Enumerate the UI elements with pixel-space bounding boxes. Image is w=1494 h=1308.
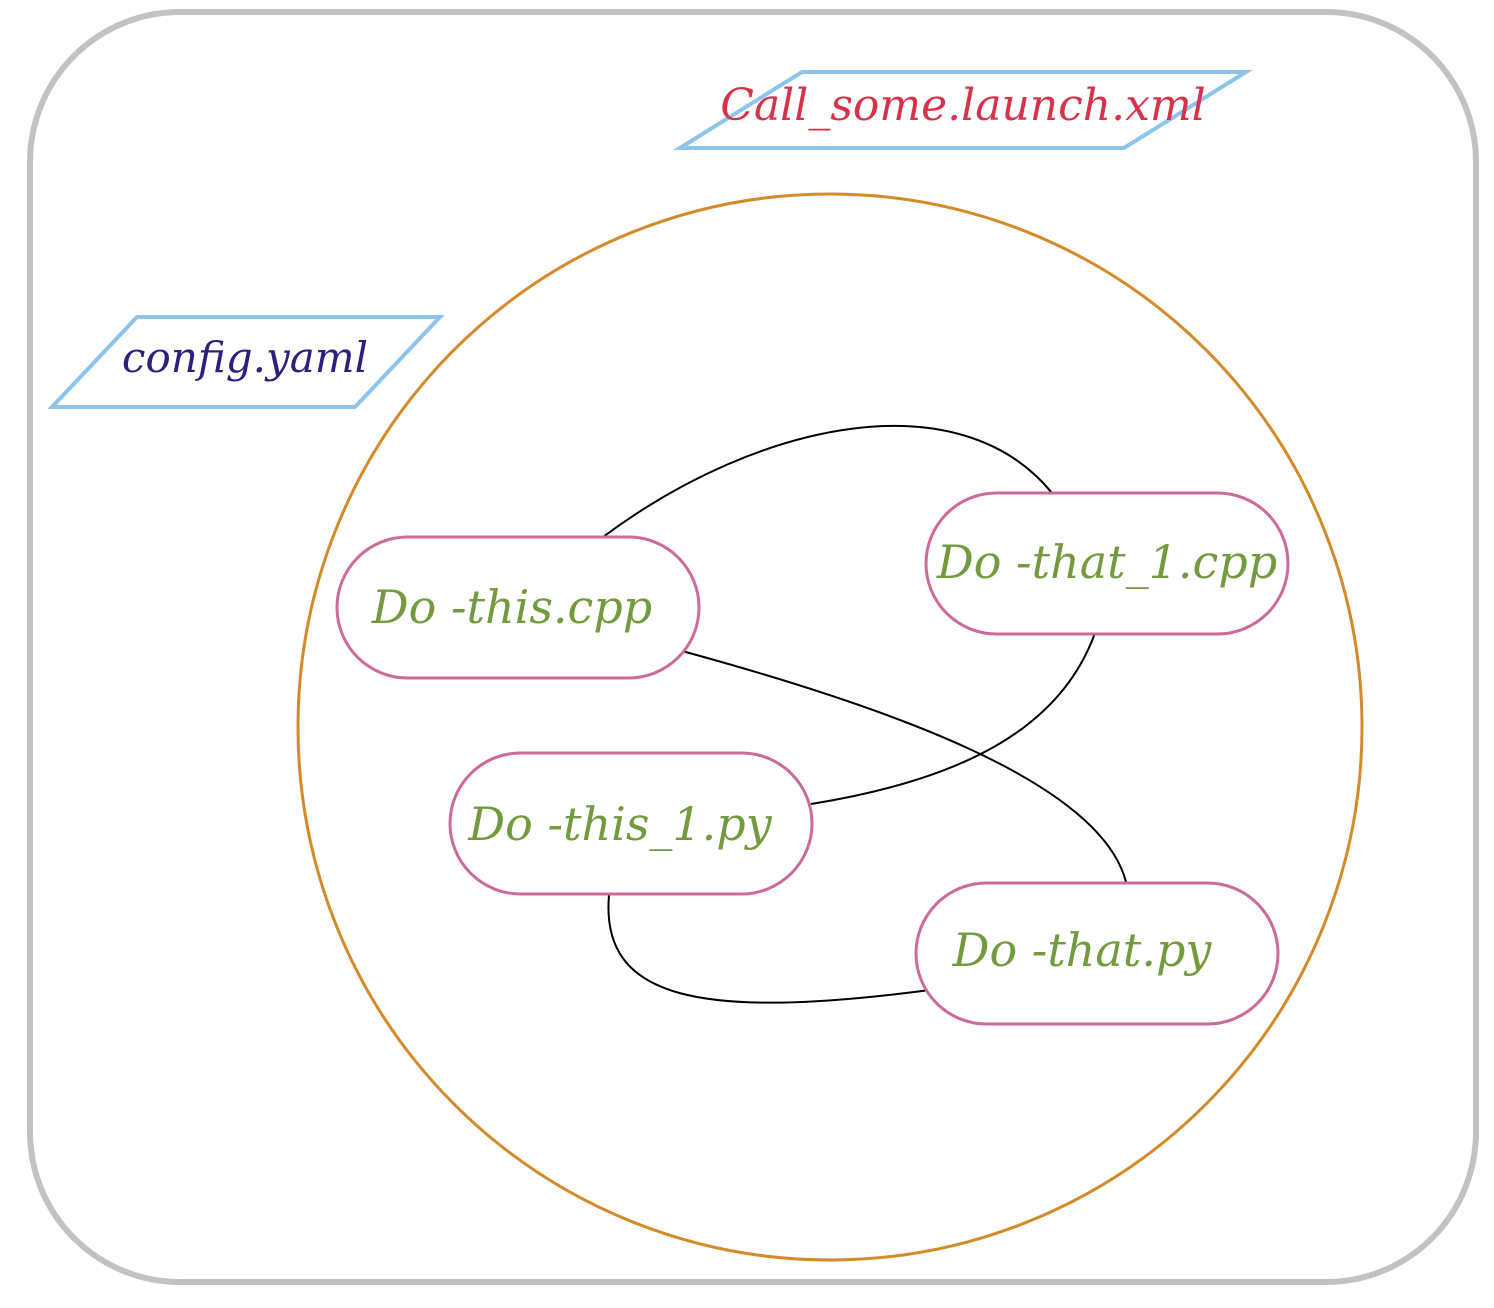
node-capsule (335, 535, 701, 680)
edge-do-this-cpp-to-do-that-py (681, 650, 1127, 883)
launch-file-shape (673, 70, 1253, 150)
edge-do-that-1-cpp-to-do-this-1-py (810, 632, 1096, 805)
node-label: Do -this.cpp (371, 580, 652, 634)
launch-file-label: Call_some.launch.xml (720, 80, 1205, 131)
node-capsule (924, 491, 1290, 636)
node-do-that-py: Do -that.py (914, 881, 1280, 1026)
node-capsule (914, 881, 1280, 1026)
node-do-that-1-cpp: Do -that_1.cpp (924, 491, 1290, 636)
edges (602, 424, 1127, 1004)
outer-frame (27, 9, 1479, 1285)
launch-file: Call_some.launch.xml (673, 70, 1253, 150)
node-do-this-1-py: Do -this_1.py (448, 751, 814, 896)
config-file: config.yaml (47, 315, 445, 409)
config-file-shape (47, 315, 445, 409)
config-file-label: config.yaml (122, 333, 368, 382)
edge-do-this-1-py-to-do-that-py (607, 894, 931, 1004)
package-circle (296, 192, 1364, 1262)
node-do-this-cpp: Do -this.cpp (335, 535, 701, 680)
node-label: Do -this_1.py (467, 797, 773, 851)
node-capsule (448, 751, 814, 896)
node-label: Do -that_1.cpp (936, 535, 1277, 589)
node-label: Do -that.py (952, 923, 1213, 977)
edge-do-this-cpp-to-do-that-1-cpp (602, 424, 1053, 538)
